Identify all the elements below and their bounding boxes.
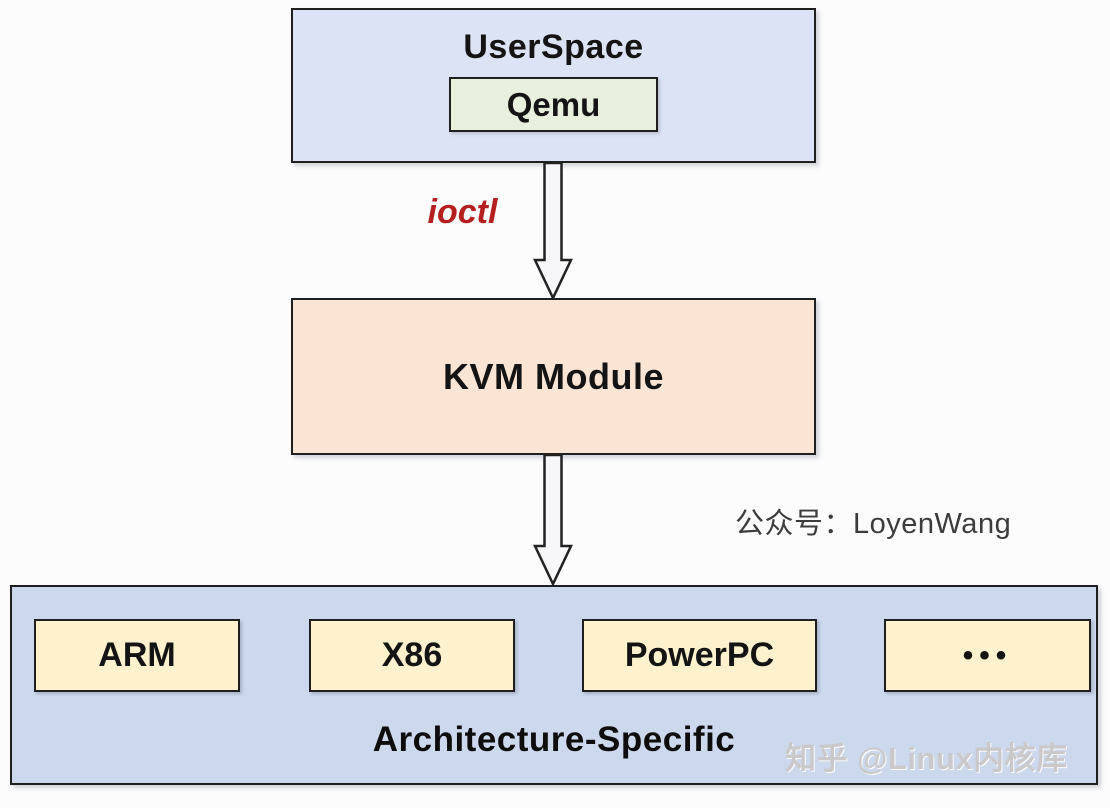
arch-chip-x86: X86 bbox=[309, 619, 515, 692]
qemu-label: Qemu bbox=[506, 85, 601, 123]
userspace-box: UserSpace Qemu bbox=[291, 8, 816, 163]
kvm-module-box: KVM Module bbox=[291, 298, 816, 455]
arch-chip-label: PowerPC bbox=[624, 636, 775, 674]
arch-chip-arm: ARM bbox=[34, 619, 240, 692]
architecture-specific-box: ARM X86 PowerPC ••• Architecture-Specifi… bbox=[10, 585, 1098, 785]
down-arrow-icon bbox=[533, 162, 573, 300]
arch-chip-ellipsis: ••• bbox=[884, 619, 1091, 692]
qemu-box: Qemu bbox=[449, 77, 658, 132]
zhihu-watermark: 知乎 @Linux内核库 bbox=[785, 741, 1068, 776]
architecture-chip-row: ARM X86 PowerPC ••• bbox=[12, 619, 1096, 692]
architecture-specific-label: Architecture-Specific bbox=[372, 720, 736, 759]
ioctl-label: ioctl bbox=[427, 193, 498, 231]
arch-chip-powerpc: PowerPC bbox=[582, 619, 817, 692]
userspace-label: UserSpace bbox=[463, 28, 644, 66]
down-arrow-icon bbox=[533, 454, 573, 586]
wechat-account-note: 公众号：LoyenWang bbox=[735, 508, 1012, 540]
arch-chip-label: ARM bbox=[98, 636, 176, 674]
kvm-module-label: KVM Module bbox=[443, 355, 664, 397]
arch-chip-label: X86 bbox=[381, 636, 443, 674]
arch-chip-label: ••• bbox=[962, 638, 1013, 672]
